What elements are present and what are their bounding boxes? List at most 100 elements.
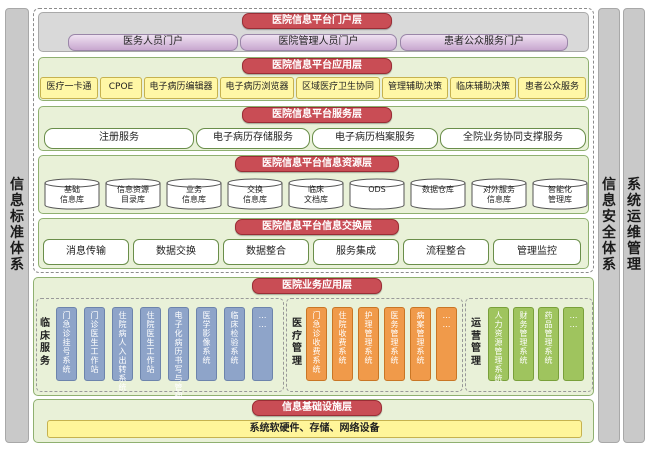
operations-system-2: 药 品 管 理 系 统 [538, 307, 559, 381]
database-icon [288, 178, 344, 210]
medical-admin-system-label: 住 院 收 费 系 统 [338, 311, 347, 365]
database-label: ODS [368, 185, 386, 194]
portal-item-hospital-managers: 医院管理人员门户 [240, 34, 397, 51]
medical-admin-system-label: 护 理 管 理 系 统 [364, 311, 373, 365]
clinical-system-label: 住 院 病 人 入 出 转 系 统 [118, 311, 127, 392]
clinical-system-label: 住 院 医 生 工 作 站 [146, 311, 155, 374]
database-icon [349, 178, 405, 210]
app-item-medical-card: 医疗一卡通 [40, 77, 98, 99]
database-label: 数据仓库 [422, 185, 454, 194]
portal-layer-title: 医院信息平台门户层 [242, 13, 392, 29]
service-item-emr-storage: 电子病历存储服务 [196, 128, 310, 149]
operations-system-label: 人 力 资 源 管 理 系 统 [494, 311, 503, 383]
database-label: 信息资源 目录库 [117, 185, 149, 204]
app-item-patient-service: 患者公众服务 [518, 77, 586, 99]
clinical-system-4: 电 子 化 病 历 书 写 与 管 理 系 统 [168, 307, 189, 419]
database-4: 临床 文档库 [288, 178, 344, 210]
clinical-system-label: 临 床 检 验 系 统 [230, 311, 239, 365]
exchange-layer-title: 医院信息平台信息交换层 [235, 219, 399, 235]
medical-admin-system-5: … … [436, 307, 457, 381]
clinical-system-3: 住 院 医 生 工 作 站 [140, 307, 161, 381]
business-layer-title: 医院业务应用层 [252, 278, 382, 294]
database-icon [227, 178, 283, 210]
medical-admin-system-1: 住 院 收 费 系 统 [332, 307, 353, 381]
database-label: 交换 信息库 [243, 185, 267, 204]
database-8: 智能化 管理库 [532, 178, 588, 210]
clinical-service-group [36, 298, 284, 392]
resource-layer-title: 医院信息平台信息资源层 [235, 156, 399, 172]
portal-item-medical-staff: 医务人员门户 [68, 34, 238, 51]
operations-system-0: 人 力 资 源 管 理 系 统 [488, 307, 509, 383]
medical-admin-system-0: 门 急 诊 收 费 系 统 [306, 307, 327, 381]
medical-admin-system-label: … … [442, 311, 451, 329]
database-label: 基础 信息库 [60, 185, 84, 204]
medical-admin-system-label: 门 急 诊 收 费 系 统 [312, 311, 321, 374]
database-icon [105, 178, 161, 210]
app-item-clinical-decision: 临床辅助决策 [450, 77, 516, 99]
clinical-system-label: 医 学 影 像 系 统 [202, 311, 211, 365]
medical-admin-group [286, 298, 463, 392]
service-layer-title: 医院信息平台服务层 [242, 107, 392, 123]
platform-frame [33, 8, 594, 273]
medical-admin-system-4: 病 案 管 理 系 统 [410, 307, 431, 381]
info-security-bar: 信息 安全 体系 [598, 8, 620, 443]
app-item-regional-collab: 区域医疗卫生协同 [296, 77, 380, 99]
database-5: ODS [349, 178, 405, 210]
operations-system-label: … … [569, 311, 578, 329]
medical-admin-system-label: 医 务 管 理 系 统 [390, 311, 399, 365]
infrastructure-layer-title: 信息基础设施层 [252, 400, 382, 416]
clinical-system-5: 医 学 影 像 系 统 [196, 307, 217, 381]
service-item-emr-archive: 电子病历档案服务 [312, 128, 438, 149]
app-item-emr-browser: 电子病历浏览器 [220, 77, 294, 99]
database-label: 智能化 管理库 [548, 185, 572, 204]
database-icon [410, 178, 466, 210]
clinical-system-0: 门 急 诊 挂 号 系 统 [56, 307, 77, 381]
database-0: 基础 信息库 [44, 178, 100, 210]
ops-management-label: 系统 运维 管理 [627, 177, 641, 274]
service-item-registration: 注册服务 [44, 128, 194, 149]
exchange-item-messaging: 消息传输 [43, 239, 129, 265]
clinical-system-label: 门 诊 医 生 工 作 站 [90, 311, 99, 374]
operations-system-label: 财 务 管 理 系 统 [519, 311, 528, 365]
exchange-item-service-integration: 服务集成 [313, 239, 399, 265]
clinical-system-7: … … [252, 307, 273, 381]
app-item-cpoe: CPOE [100, 77, 142, 99]
database-label: 临床 文档库 [304, 185, 328, 204]
database-3: 交换 信息库 [227, 178, 283, 210]
operations-group [465, 298, 593, 392]
exchange-item-data-integration: 数据整合 [223, 239, 309, 265]
exchange-item-process-integration: 流程整合 [403, 239, 489, 265]
clinical-system-2: 住 院 病 人 入 出 转 系 统 [112, 307, 133, 392]
portal-item-patient-public: 患者公众服务门户 [400, 34, 568, 51]
clinical-system-label: … … [258, 311, 267, 329]
clinical-system-6: 临 床 检 验 系 统 [224, 307, 245, 381]
medical-admin-system-3: 医 务 管 理 系 统 [384, 307, 405, 381]
app-item-mgmt-decision: 管理辅助决策 [382, 77, 448, 99]
exchange-item-data-exchange: 数据交换 [133, 239, 219, 265]
database-2: 业务 信息库 [166, 178, 222, 210]
clinical-system-1: 门 诊 医 生 工 作 站 [84, 307, 105, 381]
database-icon [471, 178, 527, 210]
clinical-system-label: 门 急 诊 挂 号 系 统 [62, 311, 71, 374]
info-security-label: 信息 安全 体系 [602, 177, 616, 274]
app-item-emr-editor: 电子病历编辑器 [144, 77, 218, 99]
operations-system-3: … … [563, 307, 584, 381]
database-6: 数据仓库 [410, 178, 466, 210]
ops-management-bar: 系统 运维 管理 [623, 8, 645, 443]
info-standard-label: 信息 标准 体系 [10, 177, 24, 274]
database-1: 信息资源 目录库 [105, 178, 161, 210]
database-label: 业务 信息库 [182, 185, 206, 204]
operations-system-label: 药 品 管 理 系 统 [544, 311, 553, 365]
service-item-collab-support: 全院业务协同支撑服务 [440, 128, 586, 149]
operations-system-1: 财 务 管 理 系 统 [513, 307, 534, 381]
medical-admin-system-2: 护 理 管 理 系 统 [358, 307, 379, 381]
medical-admin-label: 医 疗 管 理 [292, 318, 302, 367]
medical-admin-system-label: 病 案 管 理 系 统 [416, 311, 425, 365]
clinical-service-label: 临 床 服 务 [40, 318, 50, 367]
database-icon [532, 178, 588, 210]
infrastructure-item: 系统软硬件、存储、网络设备 [47, 420, 582, 438]
operations-label: 运 营 管 理 [471, 318, 481, 367]
database-icon [44, 178, 100, 210]
database-icon [166, 178, 222, 210]
info-standard-bar: 信息 标准 体系 [5, 8, 29, 443]
